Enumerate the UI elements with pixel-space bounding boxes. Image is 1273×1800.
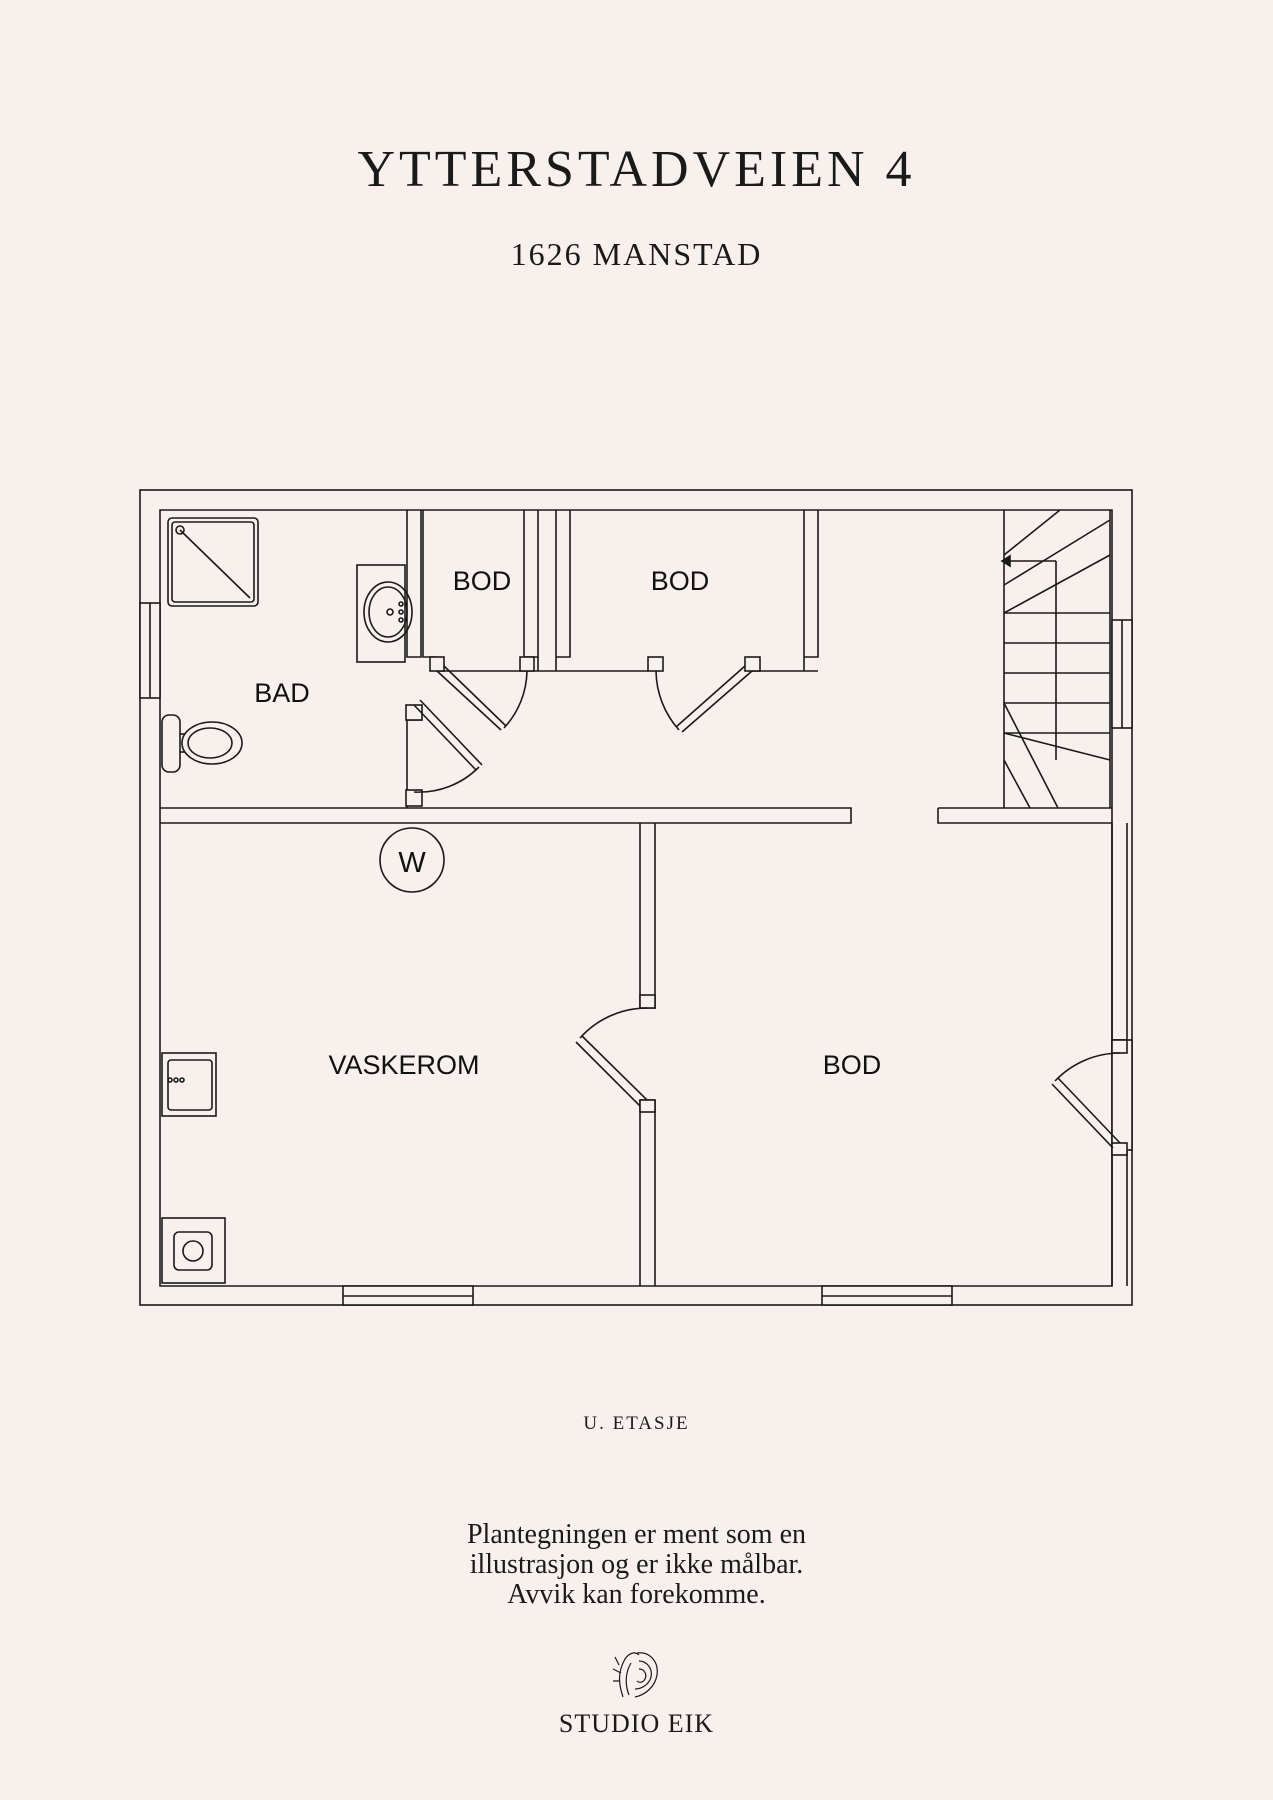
inner-wall-perimeter [159,509,1113,1287]
floor-label: U. ETASJE [583,1413,690,1434]
tree-logo-icon [612,1652,658,1698]
window-right [1111,619,1133,729]
window-left [139,602,161,699]
wall-bod-medium [555,510,819,672]
door-exterior[interactable] [1051,823,1133,1286]
disclaimer-line: Avvik kan forekomme. [507,1579,766,1610]
door-bod-small[interactable] [429,656,535,731]
wall-bod-small [422,510,539,671]
brand-logo: STUDIO EIK [0,1645,1273,1739]
water-heater-label: W [398,847,426,879]
wall-vaskerom-right [639,823,656,1286]
address-subtitle: 1626 MANSTAD [510,236,763,272]
sink-vaskerom [161,1052,217,1117]
disclaimer-line: illustrasjon og er ikke målbar. [469,1549,804,1580]
room-label-bod-medium: BOD [651,566,710,596]
page-title: YTTERSTADVEIEN 4 [357,141,916,198]
wall-bad-right [406,510,422,808]
disclaimer: Plantegningen er ment som en illustrasjo… [0,1520,1273,1610]
room-label-bod-large: BOD [823,1050,882,1080]
window-bottom-right [821,1285,953,1306]
toilet [161,714,243,773]
room-label-bod-small: BOD [453,566,512,596]
wall-middle-left [160,807,852,824]
staircase [1000,509,1111,809]
room-label-vaskerom: VASKEROM [328,1050,479,1080]
disclaimer-line: Plantegningen er ment som en [466,1519,807,1550]
door-bod-medium[interactable] [647,656,761,733]
wall-middle-right [937,807,1112,824]
wall-bods-bottom [436,657,556,672]
door-bad[interactable] [405,699,483,807]
window-bottom-left [342,1285,474,1306]
washing-machine [161,1217,226,1284]
sink-bad [356,564,413,663]
water-heater: W [379,827,445,893]
outer-wall [139,489,1133,1306]
door-vaskerom[interactable] [575,994,656,1113]
room-label-bad: BAD [254,678,310,708]
shower [167,517,259,607]
brand-name: STUDIO EIK [558,1709,715,1738]
